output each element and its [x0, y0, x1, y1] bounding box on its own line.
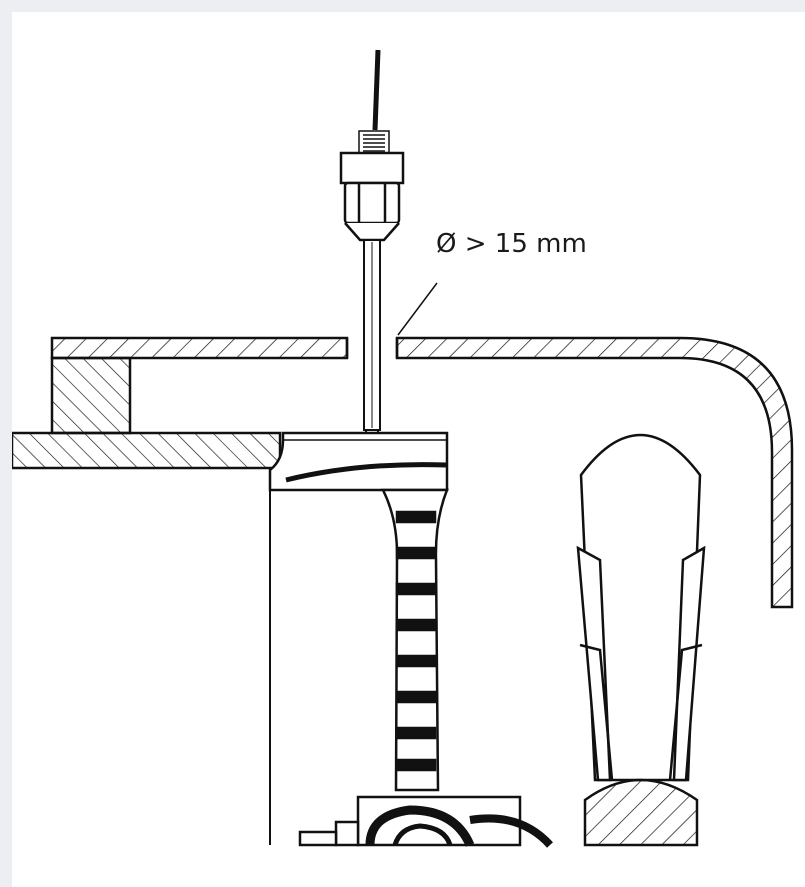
blade-root	[298, 795, 553, 848]
side-blade	[576, 433, 706, 847]
diagram-page: Ø > 15 mm	[12, 12, 805, 887]
sensor-probe	[363, 239, 381, 451]
housing-cover	[50, 336, 794, 609]
sensor-cable	[372, 49, 381, 131]
turbine-blade	[380, 488, 449, 792]
callout-label: Ø > 15 mm	[436, 229, 587, 259]
sensor-nut	[339, 151, 405, 242]
sensor-thread	[358, 130, 390, 154]
rotor-hub	[268, 431, 449, 492]
diameter-callout: Ø > 15 mm	[397, 229, 587, 336]
technical-drawing: Ø > 15 mm	[12, 49, 794, 848]
housing-flange	[12, 431, 282, 470]
